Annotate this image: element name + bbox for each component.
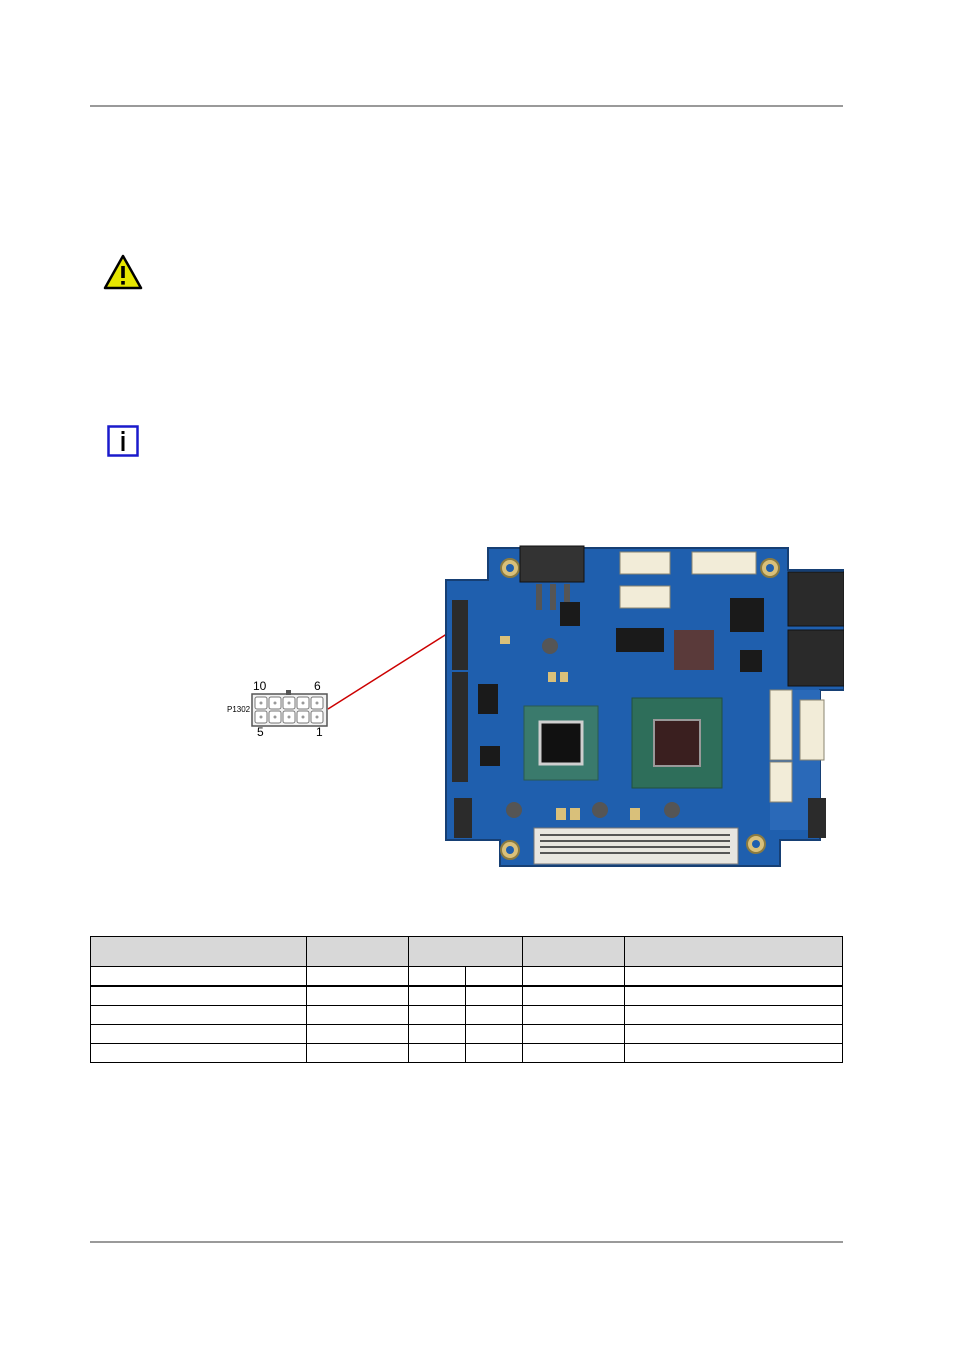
connector-diagram: 10 6 P1302 5 1	[225, 676, 335, 740]
table-cell	[522, 985, 625, 1006]
table-cell	[624, 1043, 843, 1063]
table-cell	[465, 985, 523, 1006]
table-cell	[522, 1024, 625, 1044]
table-cell	[408, 1005, 466, 1025]
table-cell	[90, 985, 307, 1006]
table-cell	[306, 985, 409, 1006]
table-cell	[90, 1024, 307, 1044]
table-cell	[306, 966, 409, 987]
table-cell	[90, 966, 307, 987]
table-cell	[90, 1005, 307, 1025]
table-header-cell	[522, 936, 625, 967]
table-row	[90, 1024, 843, 1044]
board-photo	[445, 545, 844, 867]
connector-body	[251, 690, 328, 727]
table-cell	[624, 985, 843, 1006]
table-row	[90, 985, 843, 1006]
table-cell	[624, 1024, 843, 1044]
footer-rule	[90, 1241, 843, 1243]
table-cell	[306, 1005, 409, 1025]
table-cell	[624, 966, 843, 987]
table-cell	[306, 1043, 409, 1063]
info-icon	[107, 425, 139, 457]
table-cell	[408, 1043, 466, 1063]
table-header-cell	[90, 936, 307, 967]
table-row	[90, 966, 843, 987]
table-header-cell	[306, 936, 409, 967]
table-cell	[306, 1024, 409, 1044]
table-cell	[465, 1024, 523, 1044]
connector-name: P1302	[227, 705, 251, 714]
table-cell	[624, 1005, 843, 1025]
table-cell	[522, 966, 625, 987]
table-cell	[522, 1043, 625, 1063]
table-row	[90, 1043, 843, 1063]
pin-table	[90, 936, 843, 1063]
header-rule	[90, 105, 843, 107]
table-header-cell	[408, 936, 523, 967]
table-cell	[408, 1024, 466, 1044]
pin-label-10: 10	[253, 679, 267, 693]
table-cell	[90, 1043, 307, 1063]
table-header-cell	[624, 936, 843, 967]
table-cell	[465, 1043, 523, 1063]
table-cell	[522, 1005, 625, 1025]
warning-triangle-icon	[103, 254, 143, 290]
pin-label-6: 6	[314, 679, 321, 693]
table-cell	[465, 1005, 523, 1025]
table-cell	[408, 985, 466, 1006]
table-row	[90, 1005, 843, 1025]
table-cell	[408, 966, 466, 987]
pin-label-5: 5	[257, 725, 264, 739]
table-header-row	[90, 936, 843, 967]
pin-label-1: 1	[316, 725, 323, 739]
table-cell	[465, 966, 523, 987]
